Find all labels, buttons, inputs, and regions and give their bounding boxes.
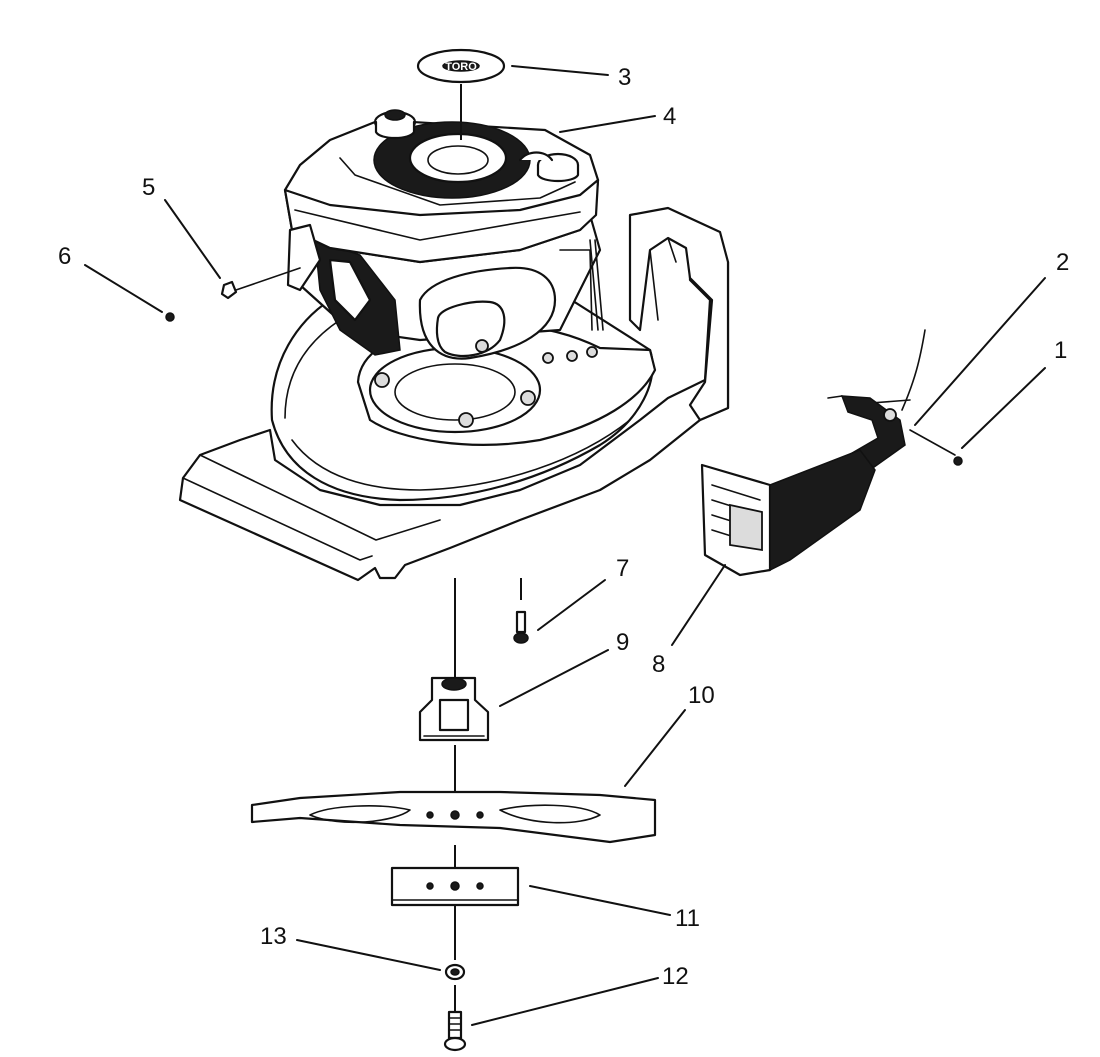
callout-12: 12 [662,963,689,990]
callout-labels: 3 4 5 6 2 1 7 9 8 10 11 13 12 [58,64,1069,990]
washer [444,963,466,981]
screw-1 [953,456,963,466]
callout-11: 11 [675,905,700,932]
decal-logo-text: TORO [445,61,477,73]
callout-1: 1 [1054,337,1067,364]
grass-deflector [700,449,876,577]
blade-adapter [418,676,490,742]
callout-2: 2 [1056,249,1069,276]
engine [283,109,604,360]
callout-10: 10 [688,682,715,709]
toro-decal: TORO [416,48,506,140]
blade-stiffener [390,866,520,907]
blade-bolt [443,1010,467,1052]
callout-8: 8 [652,651,665,678]
mower-blade [250,790,657,844]
wire-clip [220,267,301,300]
callout-4: 4 [663,103,676,130]
leader-lines [84,65,1046,1026]
callout-13: 13 [260,923,287,950]
callout-9: 9 [616,629,629,656]
callout-7: 7 [616,555,629,582]
callout-5: 5 [142,174,155,201]
bolt-7 [513,578,529,644]
callout-6: 6 [58,243,71,270]
screw-6 [165,312,175,322]
callout-3: 3 [618,64,631,91]
